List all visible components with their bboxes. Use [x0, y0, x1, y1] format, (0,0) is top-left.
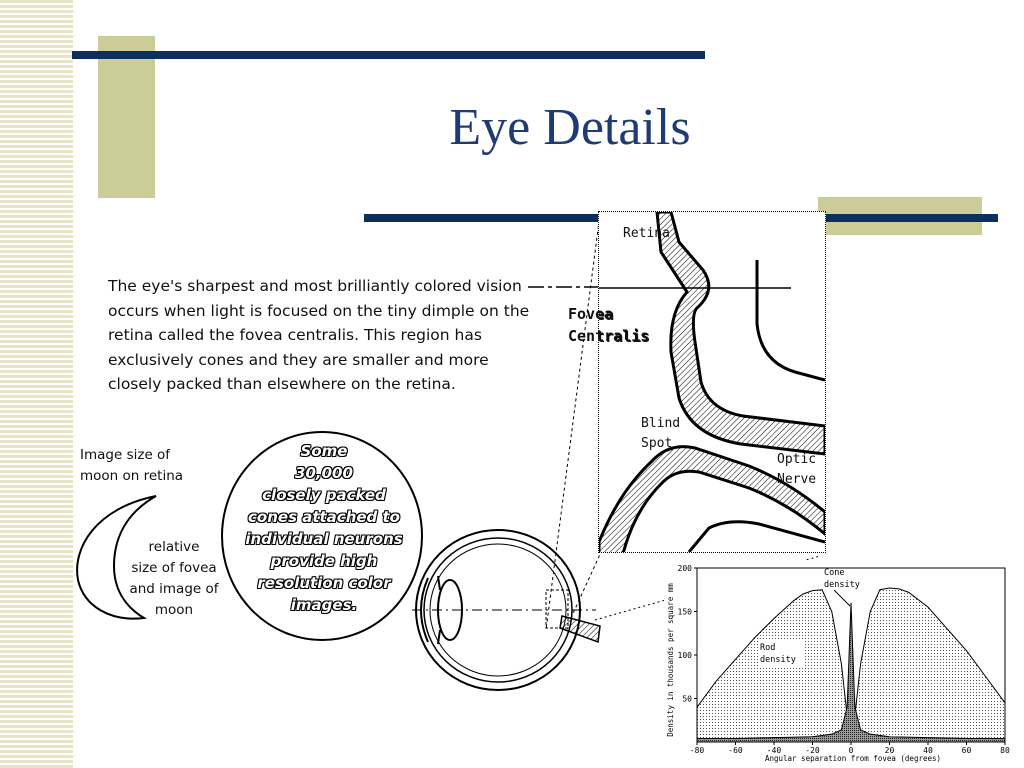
circle-text-line-8: images. [290, 596, 358, 614]
title-bar-top [72, 51, 705, 59]
blind-spot-line-2: Spot [641, 436, 673, 451]
accent-block-top [98, 36, 155, 198]
y-axis-title: Density in thousands per square mm [666, 583, 675, 737]
fovea-description: The eye's sharpest and most brilliantly … [108, 277, 530, 393]
x-tick-label: 20 [885, 746, 895, 755]
fovea-reference-line [528, 286, 606, 288]
x-tick-label: -80 [690, 746, 705, 755]
optic-nerve-label: Optic Nerve [777, 450, 816, 490]
circle-text-line-7: resolution color [257, 574, 391, 592]
y-tick-label: 200 [678, 564, 693, 573]
circle-text: Some 30,000 closely packed cones attache… [228, 440, 420, 616]
eye-cross-section-icon [412, 529, 601, 691]
fovea-centralis-label: Fovea Centralis [568, 303, 649, 347]
retina-inset: Retina Fovea Centralis Blind Spot Optic … [598, 211, 826, 553]
rod-annotation-line-1: Rod [760, 643, 775, 653]
x-tick-label: 0 [849, 746, 854, 755]
fovea-caption-line-3: and image of [129, 581, 219, 597]
rod-annotation-line-2: density [760, 655, 796, 665]
blind-spot-label: Blind Spot [641, 414, 680, 454]
moon-label-line-1: Image size of [80, 447, 171, 463]
circle-text-line-5: individual neurons [245, 530, 403, 548]
fovea-caption-line-2: size of fovea [131, 560, 217, 576]
optic-nerve-line-1: Optic [777, 452, 817, 467]
x-tick-label: -60 [728, 746, 743, 755]
fovea-caption-line-1: relative [148, 539, 200, 555]
density-chart: -80 -60 -40 -20 0 20 40 60 80 50 100 150 200 Density… [664, 560, 1014, 765]
moon-crescent-icon [76, 495, 157, 620]
y-tick-label: 100 [678, 651, 693, 660]
retina-label: Retina [623, 226, 670, 241]
y-tick-label: 50 [682, 695, 692, 704]
fovea-label-line-2: Centralis [599, 328, 651, 346]
x-tick-label: 60 [962, 746, 972, 755]
optic-nerve-line-2: Nerve [777, 472, 817, 487]
decorative-stripes [0, 0, 73, 768]
fovea-circle [221, 431, 423, 641]
circle-text-line-6: provide high [270, 552, 378, 570]
x-tick-label: -20 [805, 746, 820, 755]
fovea-caption: relative size of fovea and image of moon [124, 537, 224, 621]
cone-density-area [696, 602, 1006, 743]
fovea-label: Fovea Centralis [599, 304, 651, 348]
page-title: Eye Details [449, 99, 691, 156]
circle-text-line-3: closely packed [262, 486, 386, 504]
cone-annotation-line-2: density [824, 580, 860, 590]
fovea-caption-line-4: moon [154, 602, 194, 618]
cone-annotation-line-1: Cone [824, 568, 844, 578]
circle-text-line-1: Some [300, 442, 348, 460]
moon-label-line-2: moon on retina [80, 468, 184, 484]
circle-text-line-4: cones attached to [248, 508, 400, 526]
x-tick-label: 80 [1000, 746, 1010, 755]
retina-cross-section-icon [599, 212, 825, 552]
circle-text-line-2: 30,000 [295, 464, 353, 482]
fovea-centralis-line-1: Fovea [568, 305, 614, 323]
y-tick-label: 150 [678, 608, 693, 617]
x-tick-label: -40 [767, 746, 782, 755]
fovea-centralis-line-2: Centralis [568, 327, 650, 345]
x-axis-title: Angular separation from fovea (degrees) [765, 754, 941, 763]
rod-annotation-bg [758, 640, 804, 666]
blind-spot-line-1: Blind [641, 416, 681, 431]
fovea-label-line-1: Fovea [599, 306, 615, 324]
x-tick-label: 40 [923, 746, 933, 755]
cone-annotation-arrow [833, 589, 851, 607]
moon-label: Image size of moon on retina [80, 445, 183, 487]
